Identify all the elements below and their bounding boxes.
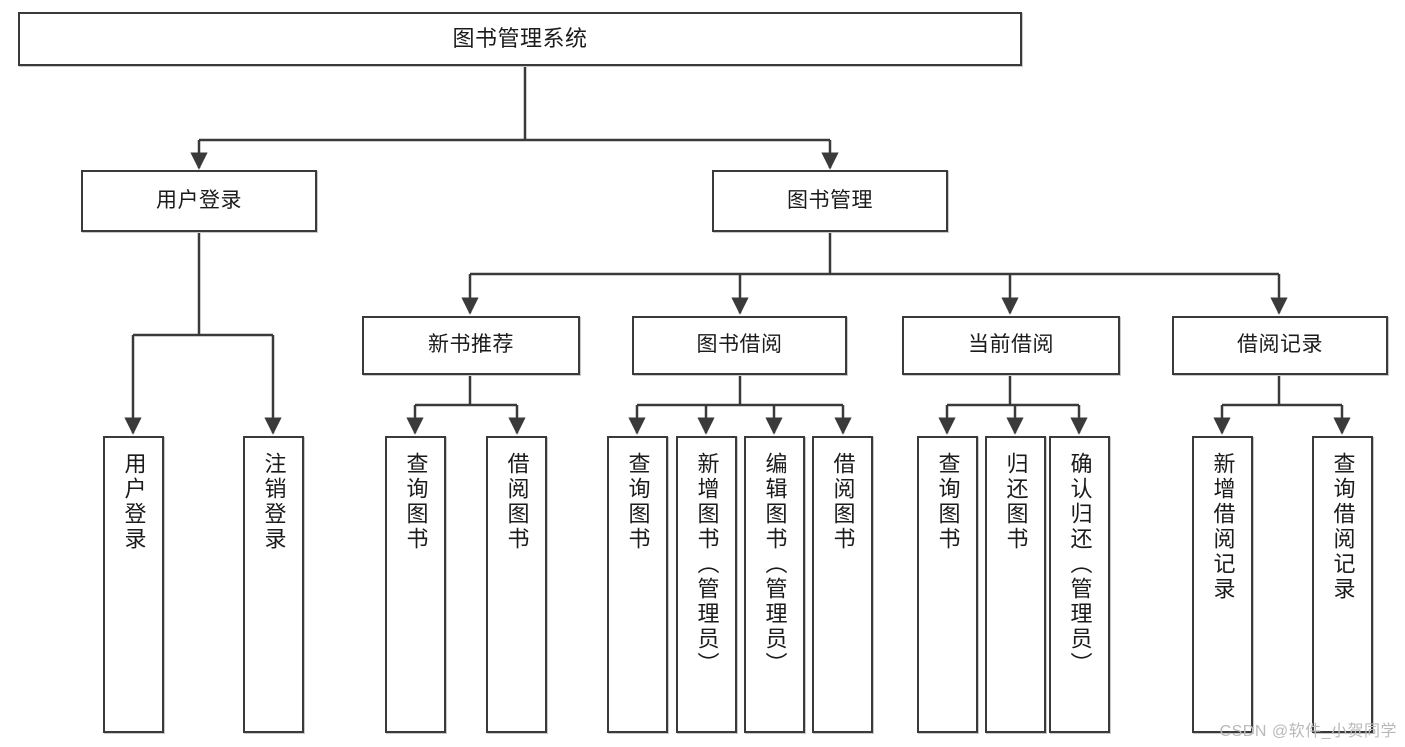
node-leaf-return-book[interactable]: 归还图书 — [985, 436, 1046, 733]
node-current-borrow-label: 当前借阅 — [968, 333, 1054, 357]
node-leaf-add-book-label: 新增图书（管理员） — [694, 452, 720, 677]
node-leaf-add-record[interactable]: 新增借阅记录 — [1192, 436, 1253, 733]
node-leaf-query-book-3[interactable]: 查询图书 — [917, 436, 978, 733]
node-leaf-borrow-book-2[interactable]: 借阅图书 — [812, 436, 873, 733]
node-leaf-query-record-label: 查询借阅记录 — [1330, 452, 1356, 602]
node-leaf-return-book-label: 归还图书 — [1003, 452, 1029, 552]
node-leaf-query-book-1[interactable]: 查询图书 — [385, 436, 446, 733]
node-leaf-user-login[interactable]: 用户登录 — [103, 436, 164, 733]
node-leaf-add-record-label: 新增借阅记录 — [1210, 452, 1236, 602]
node-leaf-confirm-return[interactable]: 确认归还（管理员） — [1049, 436, 1110, 733]
node-user-login-label: 用户登录 — [156, 188, 242, 212]
node-root-system[interactable]: 图书管理系统 — [18, 12, 1022, 66]
node-leaf-query-book-3-label: 查询图书 — [935, 452, 961, 552]
node-leaf-query-record[interactable]: 查询借阅记录 — [1312, 436, 1373, 733]
node-new-book-recommend[interactable]: 新书推荐 — [362, 316, 580, 375]
node-leaf-logout[interactable]: 注销登录 — [243, 436, 304, 733]
node-leaf-borrow-book-2-label: 借阅图书 — [830, 452, 856, 552]
node-book-manage[interactable]: 图书管理 — [712, 170, 948, 232]
node-leaf-borrow-book-1[interactable]: 借阅图书 — [486, 436, 547, 733]
node-leaf-logout-label: 注销登录 — [261, 452, 287, 552]
node-current-borrow[interactable]: 当前借阅 — [902, 316, 1120, 375]
node-leaf-query-book-1-label: 查询图书 — [403, 452, 429, 552]
node-root-label: 图书管理系统 — [452, 26, 588, 52]
node-leaf-confirm-return-label: 确认归还（管理员） — [1067, 452, 1093, 677]
node-leaf-query-book-2[interactable]: 查询图书 — [607, 436, 668, 733]
node-book-manage-label: 图书管理 — [787, 188, 873, 212]
node-leaf-add-book[interactable]: 新增图书（管理员） — [676, 436, 737, 733]
node-leaf-borrow-book-1-label: 借阅图书 — [504, 452, 530, 552]
node-leaf-edit-book-label: 编辑图书（管理员） — [762, 452, 788, 677]
node-leaf-edit-book[interactable]: 编辑图书（管理员） — [744, 436, 805, 733]
node-book-borrow[interactable]: 图书借阅 — [632, 316, 847, 375]
node-book-borrow-label: 图书借阅 — [696, 333, 783, 357]
node-leaf-user-login-label: 用户登录 — [121, 452, 147, 552]
node-borrow-record[interactable]: 借阅记录 — [1172, 316, 1388, 375]
node-new-book-recommend-label: 新书推荐 — [428, 333, 514, 357]
node-borrow-record-label: 借阅记录 — [1237, 333, 1323, 357]
node-leaf-query-book-2-label: 查询图书 — [625, 452, 651, 552]
node-user-login[interactable]: 用户登录 — [81, 170, 317, 232]
